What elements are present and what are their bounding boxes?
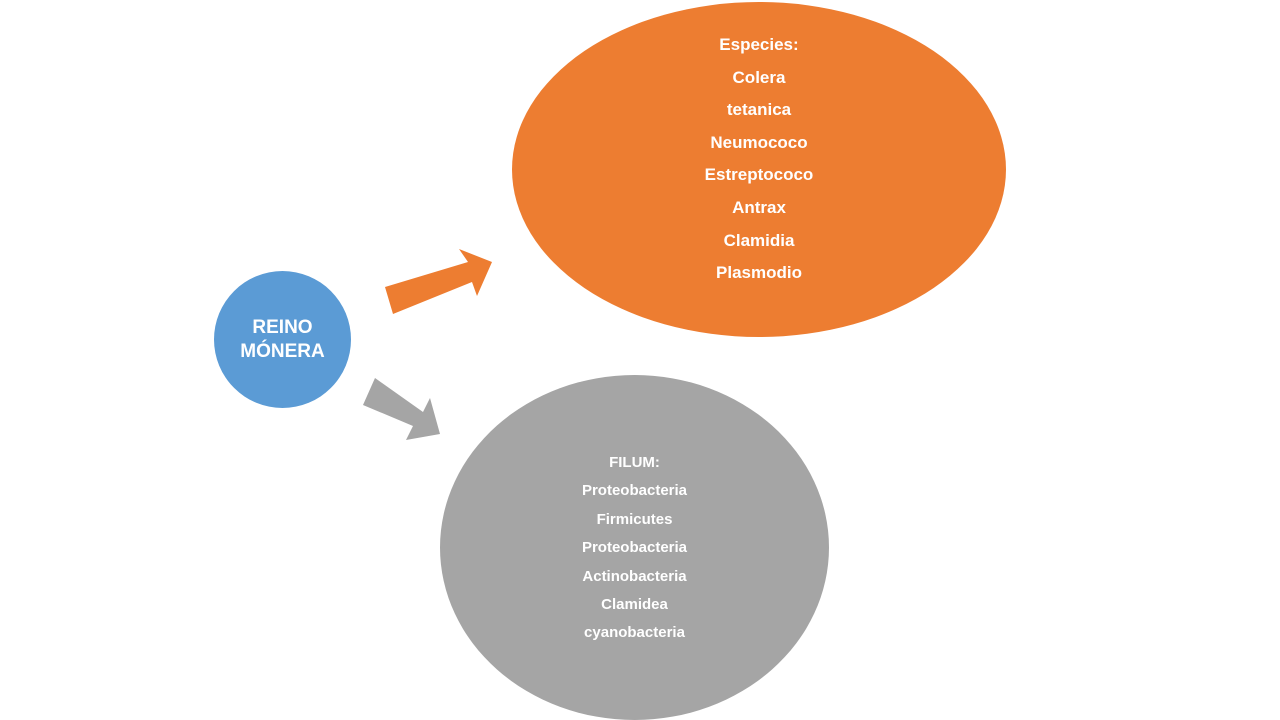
arrow-to-species [385,249,492,314]
species-node: Especies: Colera tetanica Neumococo Estr… [512,2,1006,337]
filum-item: Firmicutes [596,510,673,528]
species-item: Colera [732,67,786,87]
species-item: tetanica [726,100,792,120]
center-node-reino-monera: REINO MÓNERA [214,271,351,408]
species-item: Estreptococo [704,165,814,185]
filum-item: Actinobacteria [582,567,687,585]
filum-item: Clamidea [601,596,668,614]
arrow-to-filum [363,378,440,440]
species-item: Neumococo [710,132,808,152]
center-title-line-2: MÓNERA [240,340,325,362]
species-item: Antrax [732,197,786,217]
species-heading: Especies: [719,35,799,54]
filum-item: Proteobacteria [581,539,688,557]
species-item: Clamidia [723,230,795,250]
filum-heading: FILUM: [609,454,660,471]
species-item: Plasmodio [716,263,802,283]
filum-node: FILUM: Proteobacteria Firmicutes Proteob… [440,375,829,720]
filum-item: cyanobacteria [584,624,685,642]
center-title-line-1: REINO [252,316,313,338]
filum-item: Proteobacteria [581,482,688,500]
